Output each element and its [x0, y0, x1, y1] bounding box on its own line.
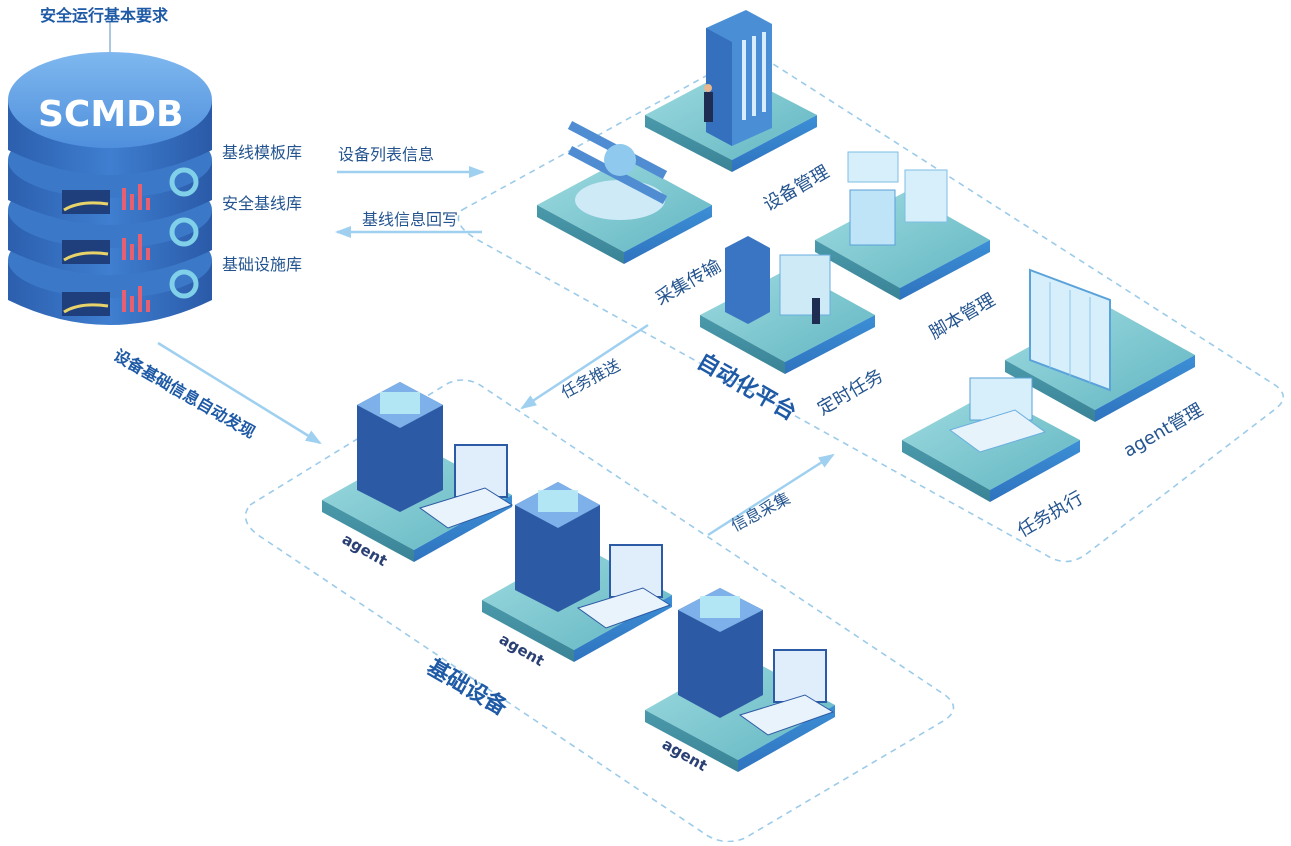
library-security-baseline: 安全基线库 — [222, 194, 303, 213]
flow-baseline-writeback-label: 基线信息回写 — [362, 210, 459, 229]
library-baseline-template: 基线模板库 — [222, 143, 303, 162]
tile-script-management[interactable] — [815, 151, 990, 300]
infra-device-1[interactable] — [322, 382, 514, 562]
scmdb-name: SCMDB — [38, 94, 184, 135]
arrow-task-push — [520, 323, 649, 410]
library-infrastructure: 基础设施库 — [222, 255, 303, 274]
infra-device-2[interactable] — [482, 482, 672, 662]
infrastructure-zone-border — [244, 379, 955, 843]
tile-agent-management[interactable] — [1005, 268, 1195, 422]
infra-device-3[interactable] — [645, 588, 835, 772]
scmdb-cylinder — [8, 52, 212, 325]
arrow-auto-discovery — [157, 341, 322, 445]
tile-device-management[interactable] — [645, 10, 817, 172]
scmdb-title: 安全运行基本要求 — [40, 6, 169, 25]
tile-timer-task[interactable] — [700, 236, 875, 374]
flow-device-list-label: 设备列表信息 — [338, 145, 435, 164]
scmdb-band-charts — [62, 167, 199, 316]
tile-collect-transfer[interactable] — [537, 121, 712, 264]
tile-task-execution[interactable] — [902, 377, 1080, 502]
arrow-info-collect — [707, 453, 835, 537]
